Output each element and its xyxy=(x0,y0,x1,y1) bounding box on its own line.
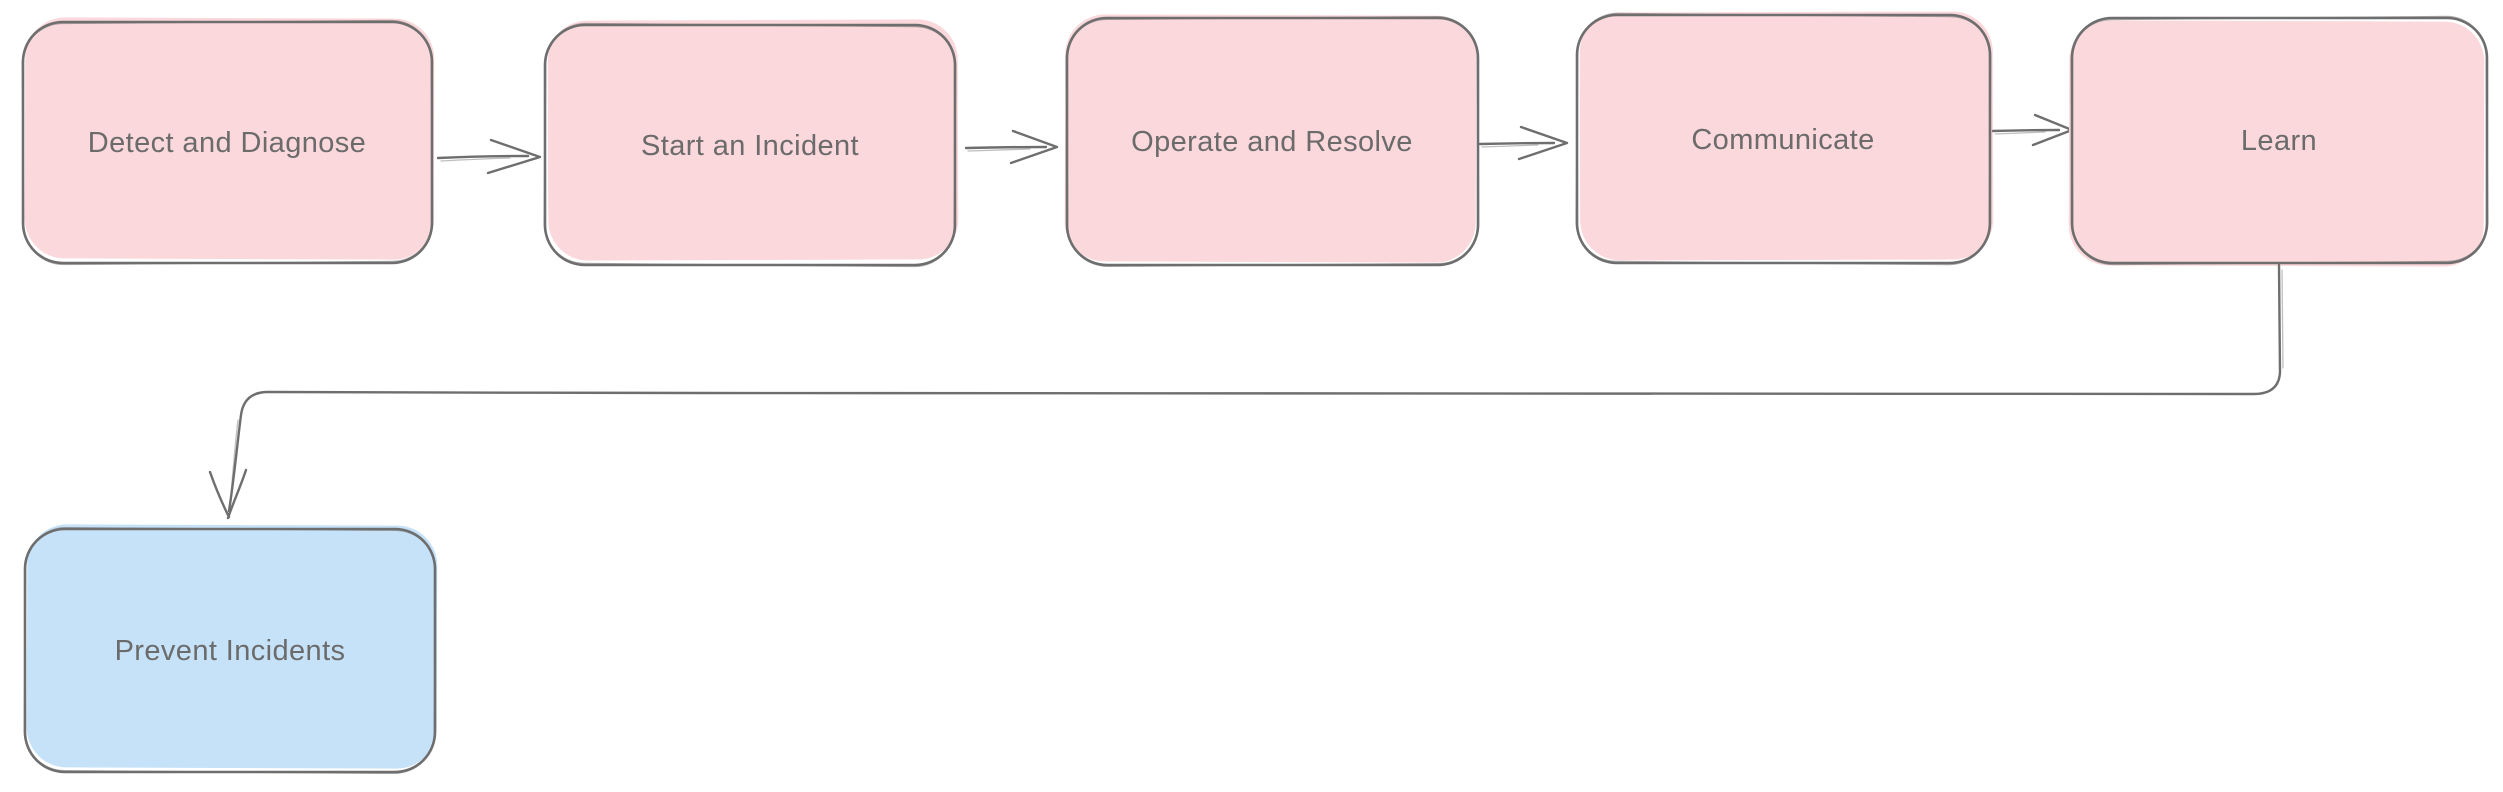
node-label: Communicate xyxy=(1691,124,1874,156)
node-label: Learn xyxy=(2241,125,2317,157)
node-fill xyxy=(1579,11,1994,261)
node-fill xyxy=(2068,20,2485,267)
arrowhead-icon xyxy=(486,138,542,175)
edge-line-sketch xyxy=(230,419,239,496)
node-communicate[interactable]: Communicate xyxy=(1575,11,1994,266)
node-prevent-incidents[interactable]: Prevent Incidents xyxy=(23,524,438,775)
edge-line xyxy=(227,263,2282,513)
edge-line-sketch xyxy=(440,157,511,162)
edge-line-sketch xyxy=(967,148,1031,152)
node-fill xyxy=(26,524,438,769)
edge-line-sketch xyxy=(2281,269,2284,369)
node-outline xyxy=(2070,16,2489,265)
edge-line xyxy=(1991,128,2061,133)
edge-line xyxy=(1478,141,1556,146)
node-fill xyxy=(1064,14,1477,263)
node-start-an-incident[interactable]: Start an Incident xyxy=(543,19,959,268)
node-outline xyxy=(1065,16,1480,267)
node-label: Start an Incident xyxy=(641,130,859,162)
node-outline xyxy=(21,20,434,265)
edge-start-to-operate[interactable] xyxy=(964,129,1059,165)
node-learn[interactable]: Learn xyxy=(2068,15,2489,267)
arrowhead-icon xyxy=(1517,125,1569,161)
node-label: Operate and Resolve xyxy=(1131,126,1413,158)
edge-detect-to-start[interactable] xyxy=(436,138,542,175)
arrowhead-icon xyxy=(208,468,248,520)
node-label: Detect and Diagnose xyxy=(88,127,366,159)
edge-learn-to-prevent[interactable] xyxy=(208,263,2284,520)
edge-communicate-to-learn[interactable] xyxy=(1991,113,2074,147)
edge-line xyxy=(964,145,1048,150)
node-fill xyxy=(547,19,959,261)
node-outline xyxy=(1575,13,1992,265)
node-detect-and-diagnose[interactable]: Detect and Diagnose xyxy=(21,17,435,266)
node-label: Prevent Incidents xyxy=(115,635,346,667)
edge-operate-to-communicate[interactable] xyxy=(1478,125,1569,161)
node-operate-and-resolve[interactable]: Operate and Resolve xyxy=(1064,14,1480,268)
node-fill xyxy=(24,17,435,260)
edge-line-sketch xyxy=(1481,144,1539,148)
node-outline xyxy=(543,23,957,267)
node-outline xyxy=(23,527,437,774)
edge-line xyxy=(436,154,530,160)
edge-line-sketch xyxy=(1994,131,2046,135)
arrowhead-icon xyxy=(1009,129,1059,165)
